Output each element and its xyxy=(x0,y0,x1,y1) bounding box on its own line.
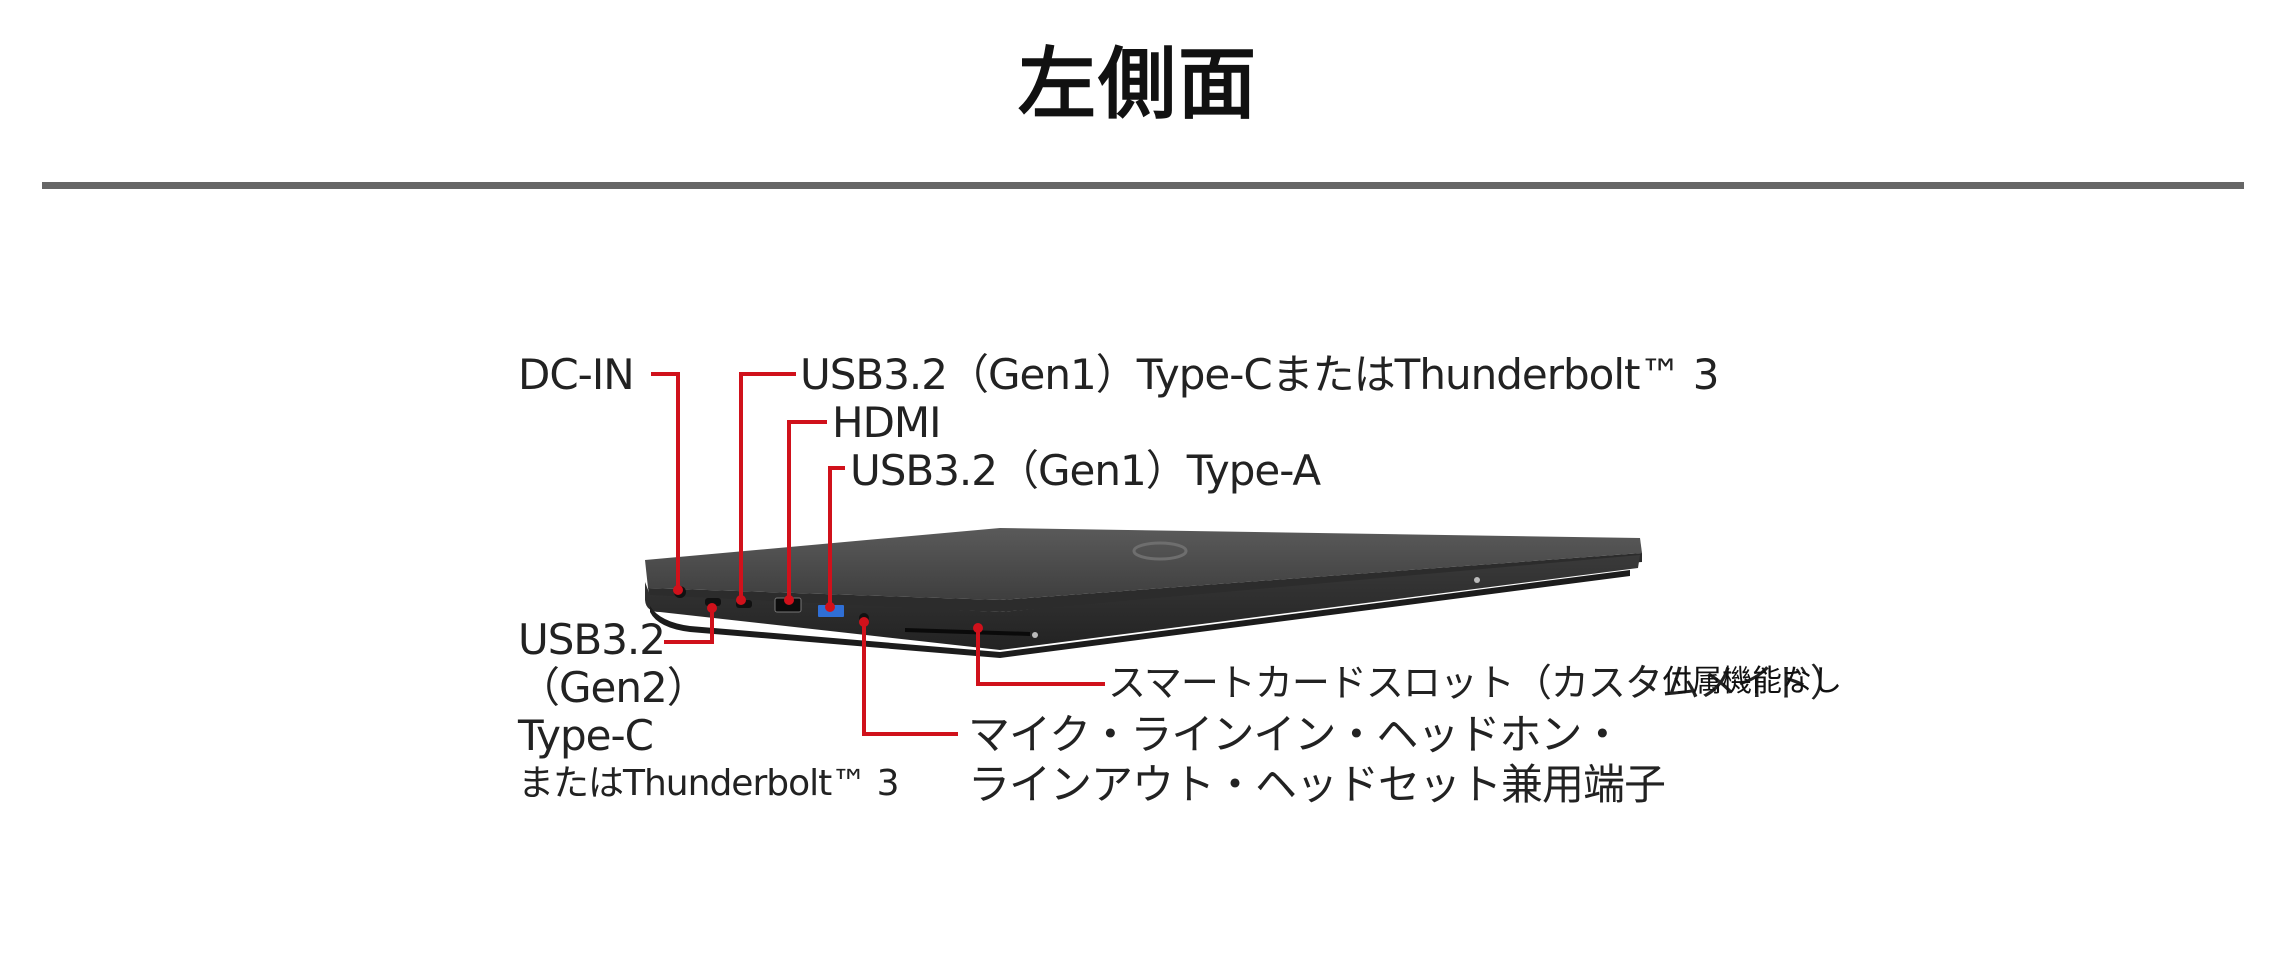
callout-dot-hdmi xyxy=(784,595,794,605)
label-usb-gen2-line: Type-C xyxy=(518,712,899,760)
label-usb-typea: USB3.2（Gen1）Type-A xyxy=(850,446,1320,496)
label-usb-gen2-line: USB3.2 xyxy=(518,616,899,664)
callout-dot-usb-typec xyxy=(736,595,746,605)
label-usb-gen2: USB3.2 （Gen2） Type-C またはThunderbolt™ 3 xyxy=(518,616,899,808)
indicator-icon xyxy=(1032,632,1038,638)
callout-dot-usb-gen2 xyxy=(707,603,717,613)
callout-dot-dc-in xyxy=(673,585,683,595)
callout-dot-smartcard xyxy=(973,623,983,633)
label-dc-in: DC-IN xyxy=(518,350,634,400)
label-smartcard-note: 付属機能なし xyxy=(1662,662,1842,702)
label-usb-typec: USB3.2（Gen1）Type-CまたはThunderbolt™ 3 xyxy=(800,350,1719,400)
label-usb-gen2-line: またはThunderbolt™ 3 xyxy=(518,760,899,808)
label-audio-line: マイク・ラインイン・ヘッドホン・ xyxy=(968,710,1665,760)
callout-dot-usb-typea xyxy=(825,602,835,612)
label-hdmi: HDMI xyxy=(832,398,941,448)
label-audio: マイク・ラインイン・ヘッドホン・ ラインアウト・ヘッドセット兼用端子 xyxy=(968,710,1665,810)
label-usb-gen2-line: （Gen2） xyxy=(518,664,899,712)
indicator-icon xyxy=(1474,577,1480,583)
label-audio-line: ラインアウト・ヘッドセット兼用端子 xyxy=(968,760,1665,810)
